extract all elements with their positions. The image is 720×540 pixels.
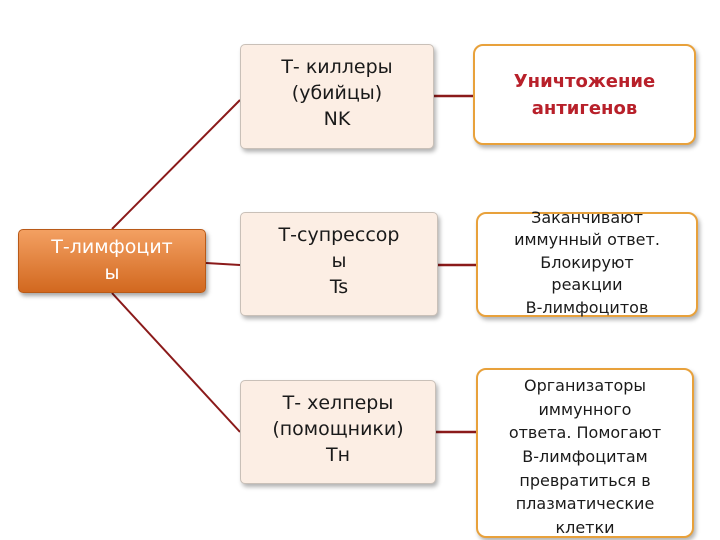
note-text-line: реакции — [551, 275, 623, 295]
note-text-block: Заканчивают иммунный ответ. Блокируют ре… — [514, 207, 660, 319]
note-text-line: В-лимфоцитов — [525, 297, 649, 317]
note-helpers-function: Организаторы иммунного ответа. Помогают … — [476, 368, 694, 538]
node-label-line: (убийцы) — [291, 82, 383, 105]
note-text-line: иммунный ответ. — [514, 230, 660, 250]
note-text-line: Заканчивают — [531, 208, 643, 227]
connector-root-to-killers — [111, 99, 241, 230]
note-text-line: превратиться в — [519, 470, 651, 490]
note-text-line: Блокируют — [540, 252, 634, 272]
note-text-line: В-лимфоцитам — [522, 447, 648, 467]
note-text-line: Организаторы — [523, 376, 647, 395]
note-killers-function: Уничтожение антигенов — [473, 44, 696, 145]
root-label-line-2: ы — [104, 262, 120, 284]
node-label-line: NK — [323, 108, 351, 131]
node-label-line: ы — [331, 250, 347, 273]
root-node-t-lymphocytes: Т-лимфоцит ы — [18, 229, 206, 293]
node-label-line: (помощники) — [272, 418, 404, 441]
node-label-line: Т-супрессор — [278, 224, 400, 246]
node-t-suppressors: Т-супрессор ы Ts — [240, 212, 438, 316]
note-text-line: Уничтожение — [513, 70, 656, 92]
node-label-line: Т- киллеры — [281, 56, 393, 78]
connector-root-to-suppressors — [205, 262, 241, 266]
root-label-line-1: Т-лимфоцит — [51, 236, 173, 259]
node-label-line: Т- хелперы — [282, 392, 394, 414]
node-t-killers: Т- киллеры (убийцы) NK — [240, 44, 434, 149]
node-t-helpers: Т- хелперы (помощники) Тн — [240, 380, 436, 484]
note-text-line: иммунного — [538, 399, 632, 419]
note-text-line: плазматические — [515, 494, 655, 514]
note-suppressors-function: Заканчивают иммунный ответ. Блокируют ре… — [476, 208, 698, 317]
node-label-line: Тн — [325, 444, 351, 467]
node-label-line: Ts — [329, 276, 349, 299]
note-text-line: клетки — [555, 518, 615, 538]
connector-root-to-helpers — [111, 292, 241, 433]
note-text-line: антигенов — [531, 97, 638, 119]
note-text-line: ответа. Помогают — [508, 423, 662, 443]
